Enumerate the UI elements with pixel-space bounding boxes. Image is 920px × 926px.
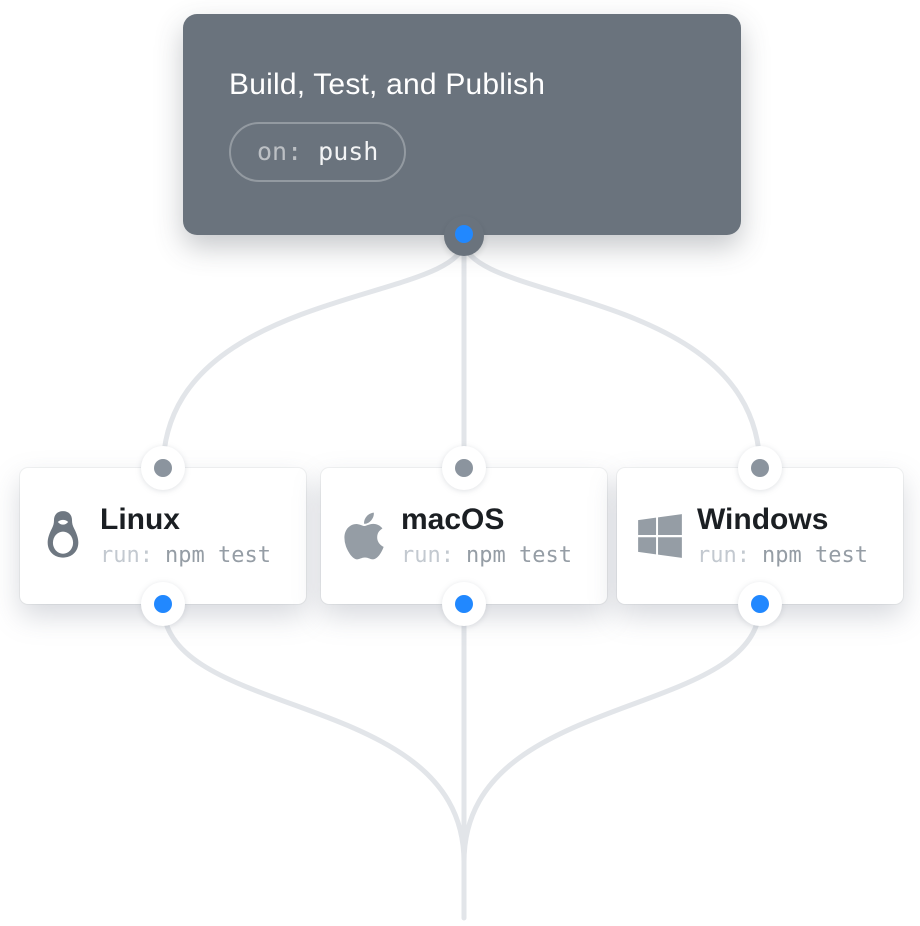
macos-in-port[interactable] — [455, 459, 473, 477]
job-title: Windows — [697, 503, 829, 537]
job-run-line: run: npm test — [100, 544, 271, 568]
run-value: npm test — [164, 543, 271, 569]
job-card-windows[interactable]: Windows run: npm test — [617, 468, 903, 604]
edge-workflow-to-windows — [461, 237, 763, 473]
job-title: Linux — [100, 503, 180, 537]
edge-workflow-to-linux — [160, 237, 467, 473]
run-value: npm test — [761, 543, 868, 569]
edge-linux-to-merge — [160, 601, 467, 865]
run-label: run: — [100, 543, 153, 569]
job-card-macos[interactable]: macOS run: npm test — [321, 468, 607, 604]
macos-out-port[interactable] — [455, 595, 473, 613]
trigger-pill: on: push — [229, 121, 407, 182]
job-text: Linux run: npm test — [100, 503, 271, 568]
linux-in-port[interactable] — [154, 459, 172, 477]
apple-icon — [339, 509, 389, 563]
job-text: Windows run: npm test — [697, 503, 868, 568]
job-card-linux[interactable]: Linux run: npm test — [20, 468, 306, 604]
windows-in-port[interactable] — [751, 459, 769, 477]
job-text: macOS run: npm test — [401, 503, 572, 568]
edge-windows-to-merge — [461, 601, 763, 865]
job-title: macOS — [401, 503, 505, 537]
trigger-value: push — [318, 137, 379, 166]
workflow-title: Build, Test, and Publish — [229, 68, 546, 101]
windows-icon — [635, 511, 685, 561]
linux-tux-icon — [38, 509, 88, 563]
windows-out-port[interactable] — [751, 595, 769, 613]
workflow-card[interactable]: Build, Test, and Publish on: push — [183, 14, 741, 235]
run-label: run: — [401, 543, 454, 569]
job-run-line: run: npm test — [401, 544, 572, 568]
run-label: run: — [697, 543, 750, 569]
run-value: npm test — [465, 543, 572, 569]
linux-out-port[interactable] — [154, 595, 172, 613]
workflow-out-port[interactable] — [455, 225, 473, 243]
trigger-label: on: — [257, 137, 303, 166]
job-run-line: run: npm test — [697, 544, 868, 568]
